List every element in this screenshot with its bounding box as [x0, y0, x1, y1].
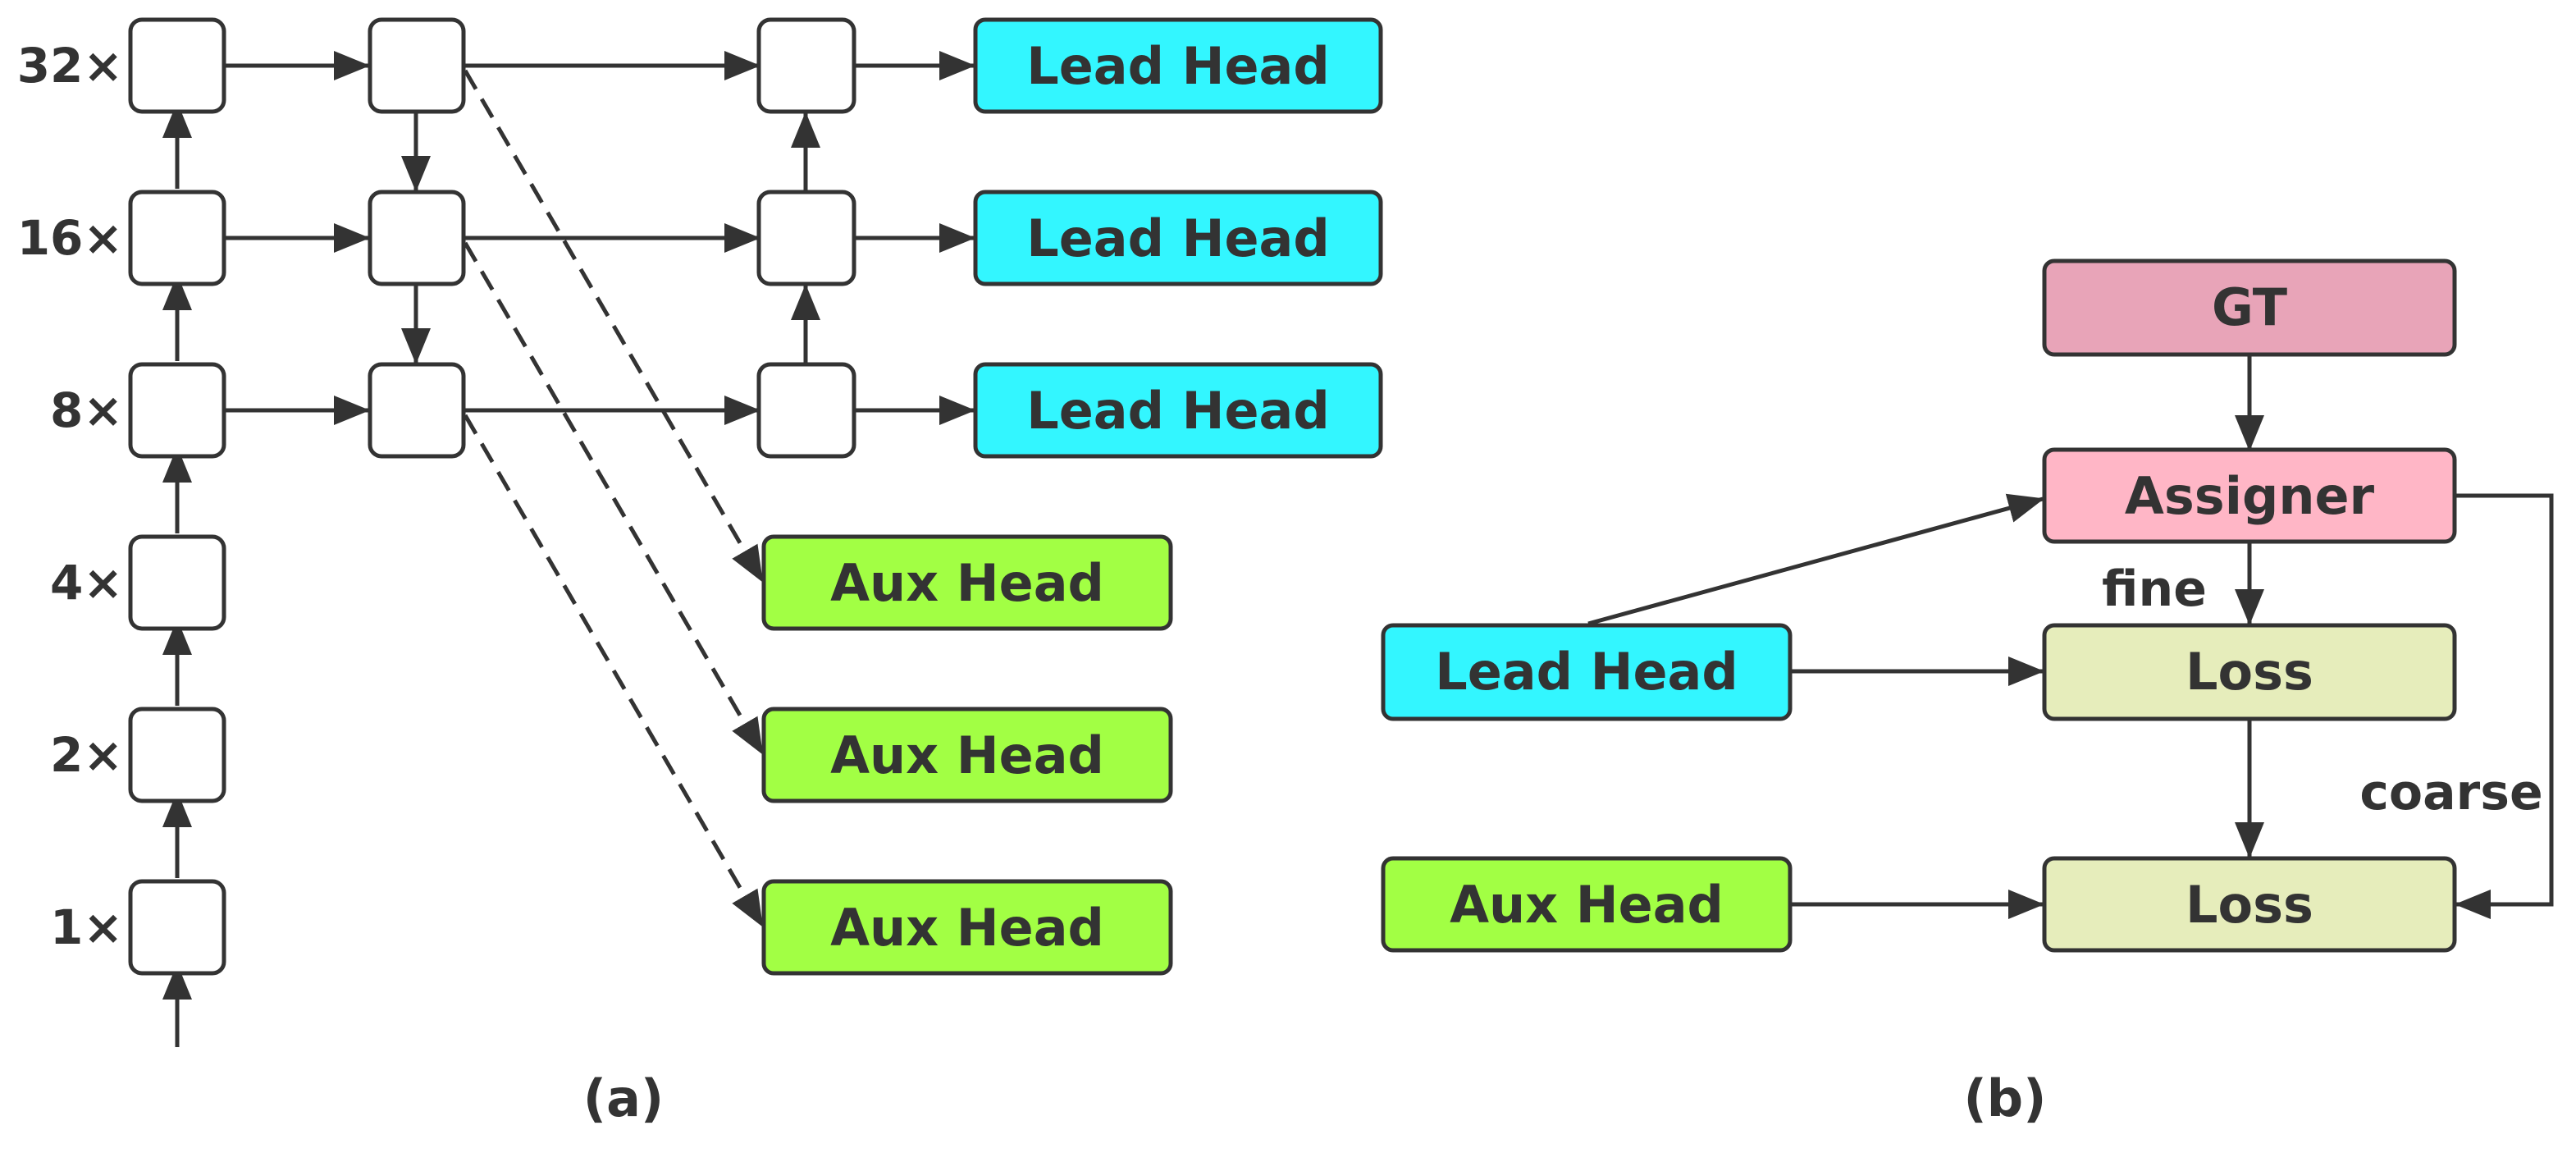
aux-head-label-1: Aux Head [830, 553, 1104, 613]
diagram-a [162, 51, 975, 1047]
loss-box-fine [2042, 623, 2457, 721]
aux-head-box-2 [761, 707, 1173, 803]
backbone-node-1x [128, 879, 226, 976]
diagram-b-labels: GT Assigner Loss Loss Lead Head Aux Head [1435, 277, 2374, 935]
dashed-arrow-aux-1 [463, 69, 765, 583]
diagram-b-edges [1587, 355, 2554, 919]
loss-box-coarse [2042, 856, 2457, 953]
aux-head-label-3: Aux Head [830, 898, 1104, 958]
scale-label-1x: 1× [50, 899, 123, 955]
neck-node-td-32x [368, 17, 466, 114]
scale-labels: 32× 16× 8× 4× 2× 1× [17, 38, 123, 955]
lead-head-label-2: Lead Head [1026, 208, 1330, 268]
aux-head-box-1 [761, 534, 1173, 631]
lead-head-box-1 [973, 17, 1383, 114]
lead-head-label-b: Lead Head [1435, 642, 1738, 702]
coarse-label: coarse [2359, 764, 2542, 821]
arrow-leadhead-to-assigner [1587, 493, 2044, 626]
scale-label-16x: 16× [17, 210, 123, 266]
backbone-node-16x [128, 190, 226, 286]
backbone-node-2x [128, 707, 226, 803]
arrow-assigner-to-loss-coarse [2455, 493, 2554, 919]
loss-label-fine: Loss [2185, 642, 2313, 702]
neck-node-bu-8x [756, 362, 856, 459]
head-labels-a: Lead Head Lead Head Lead Head Aux Head A… [830, 36, 1330, 958]
gt-box [2042, 258, 2457, 357]
scale-label-8x: 8× [50, 382, 123, 438]
gt-label: GT [2212, 277, 2287, 337]
diagram-b-nodes [1381, 258, 2457, 953]
neck-node-bu-32x [756, 17, 856, 114]
lead-head-box-b [1381, 623, 1793, 721]
aux-head-box-3 [761, 879, 1173, 976]
aux-head-label-b: Aux Head [1450, 875, 1724, 935]
backbone-node-32x [128, 17, 226, 114]
lead-head-label-3: Lead Head [1026, 381, 1330, 441]
diagram-a-nodes [128, 17, 1383, 976]
dashed-arrow-aux-2 [463, 241, 765, 755]
backbone-node-8x [128, 362, 226, 459]
assigner-label: Assigner [2125, 466, 2375, 526]
scale-label-32x: 32× [17, 38, 123, 94]
caption-b: (b) [1963, 1068, 2046, 1128]
scale-label-4x: 4× [50, 555, 123, 611]
aux-head-box-b [1381, 856, 1793, 953]
neck-node-td-8x [368, 362, 466, 459]
lead-head-label-1: Lead Head [1026, 36, 1330, 96]
scale-label-2x: 2× [50, 727, 123, 783]
dashed-arrow-aux-3 [463, 414, 765, 927]
fine-label: fine [2102, 560, 2207, 618]
aux-head-label-2: Aux Head [830, 725, 1104, 785]
neck-node-bu-16x [756, 190, 856, 286]
caption-a: (a) [583, 1068, 665, 1128]
lead-head-box-2 [973, 190, 1383, 286]
lead-head-box-3 [973, 362, 1383, 459]
loss-label-coarse: Loss [2185, 875, 2313, 935]
assigner-box [2042, 447, 2457, 544]
backbone-node-4x [128, 534, 226, 631]
neck-node-td-16x [368, 190, 466, 286]
